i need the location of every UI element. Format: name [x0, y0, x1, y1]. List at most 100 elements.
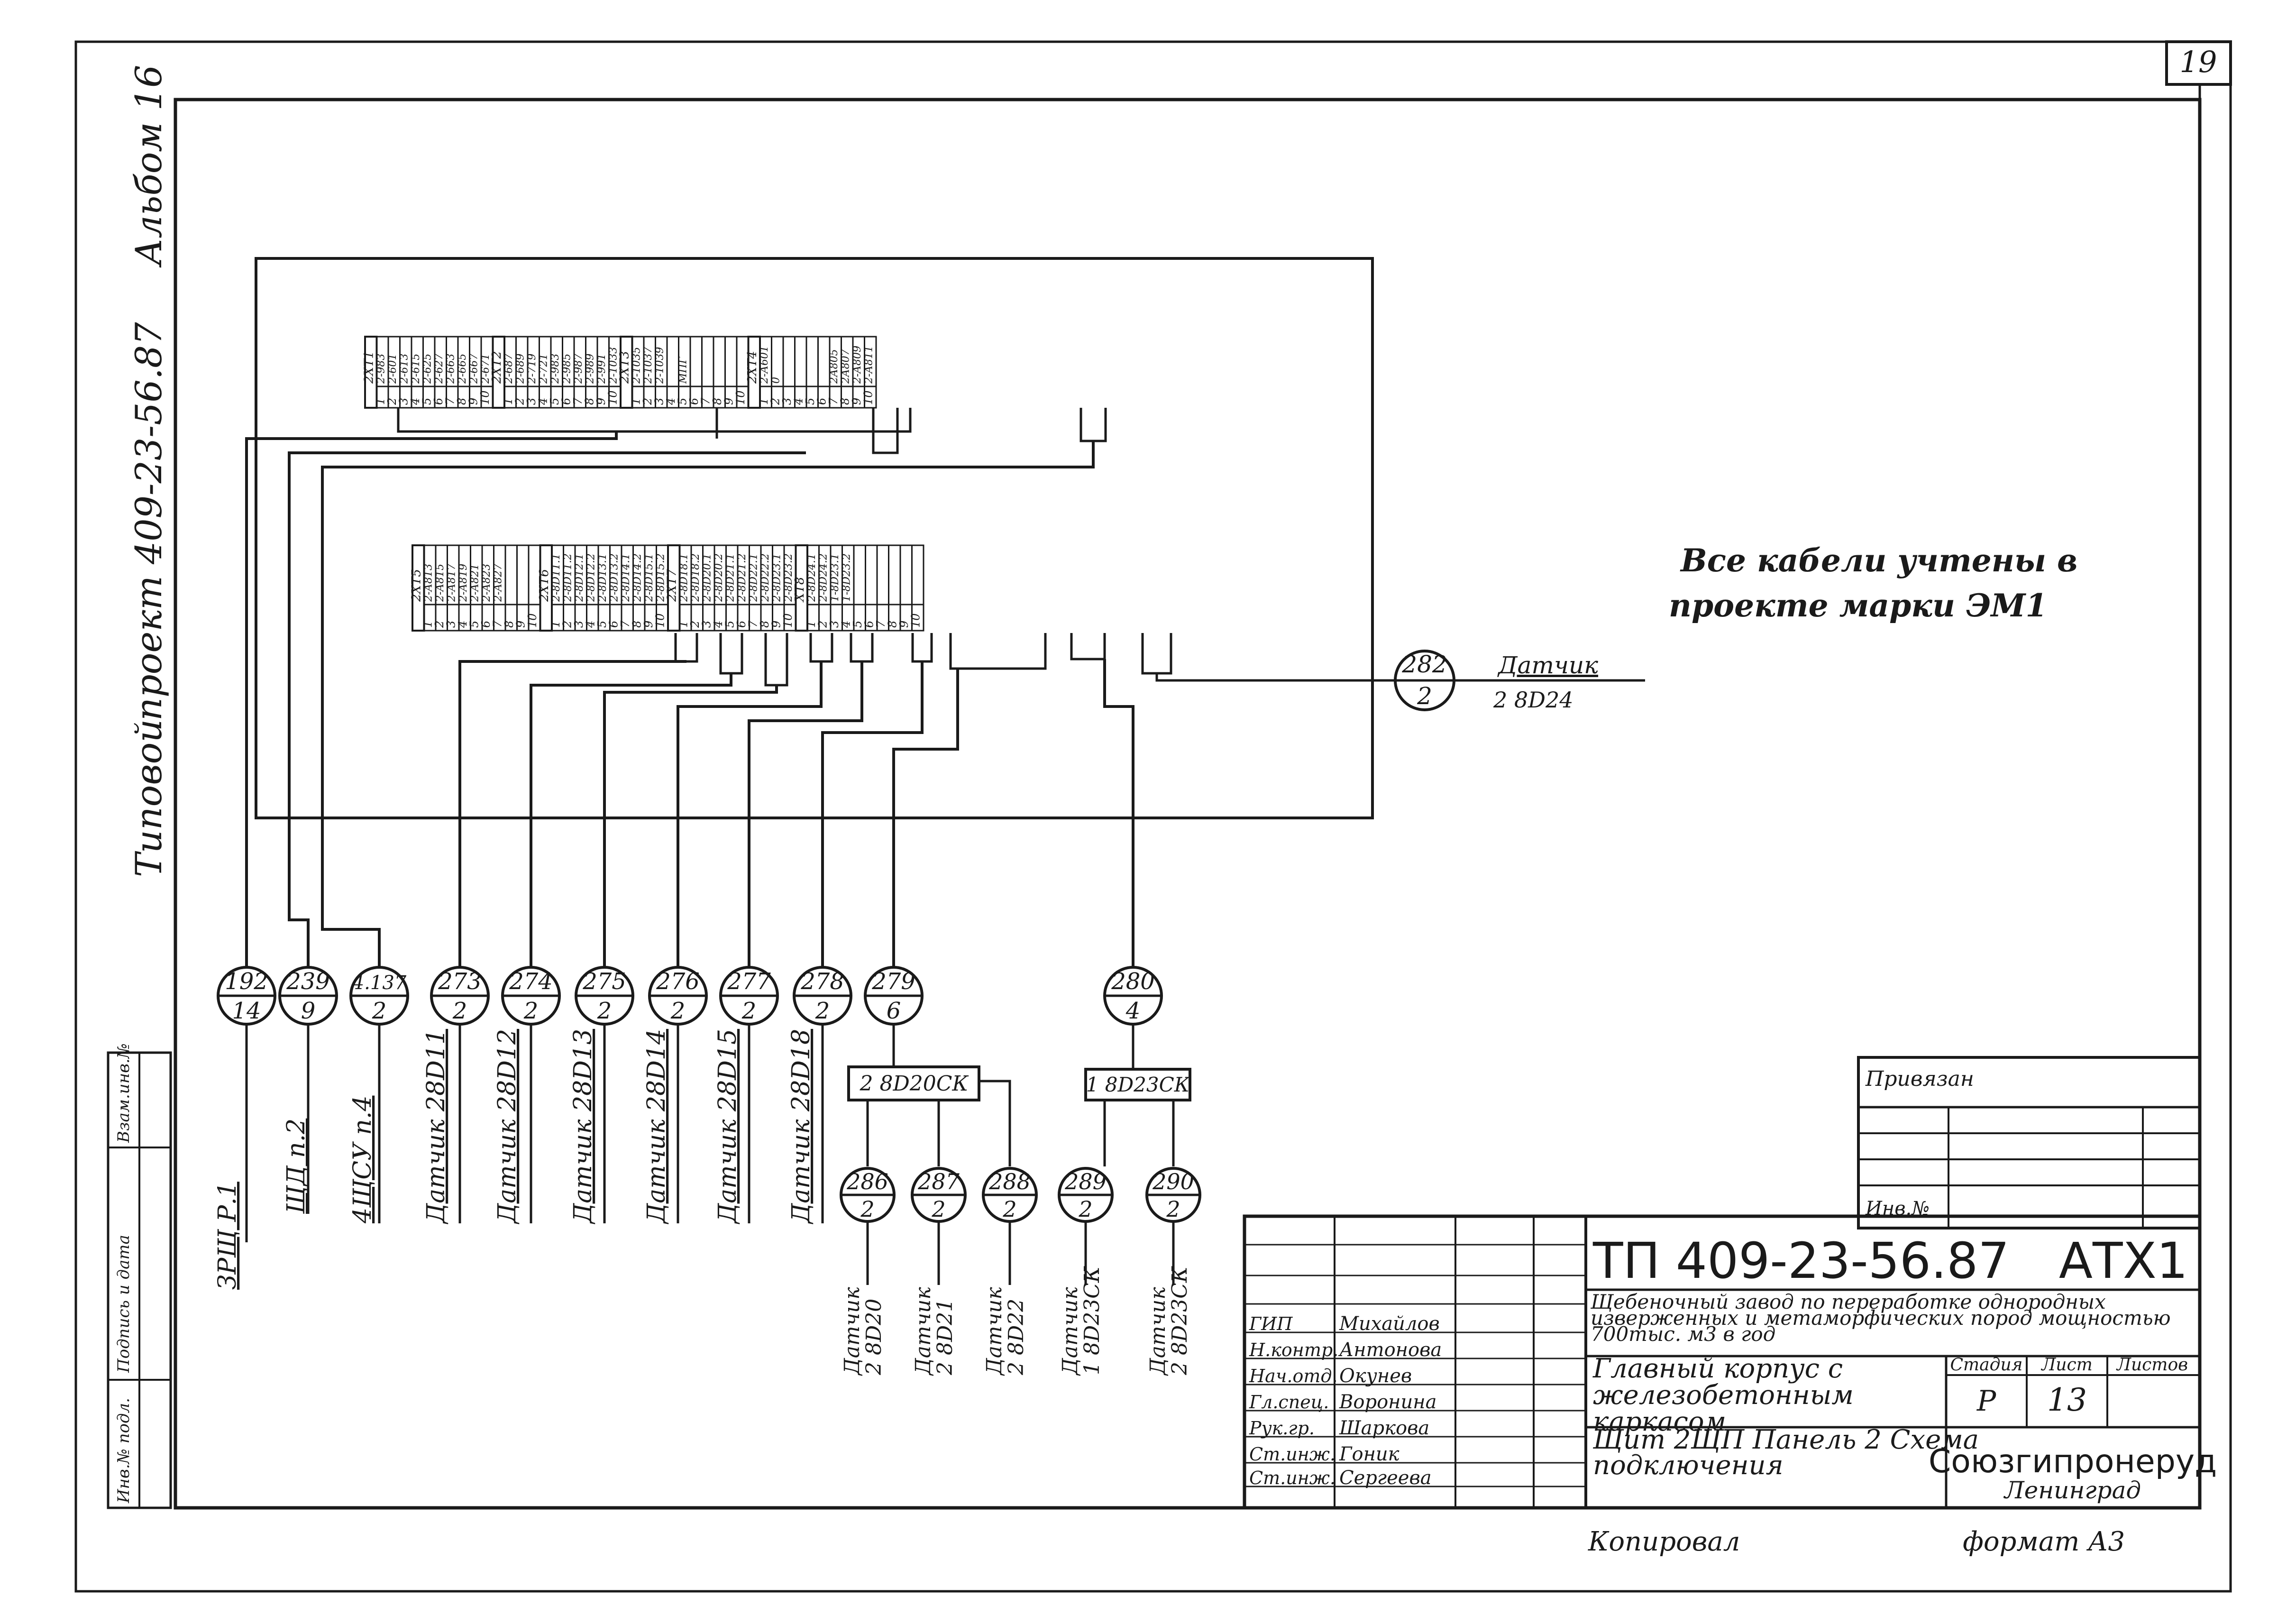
- terminal-number: 10: [734, 390, 747, 405]
- terminal-label: 2-8D24.1: [806, 553, 818, 602]
- terminal-label: 2-983: [549, 354, 561, 384]
- terminal-label-cell: [794, 336, 807, 387]
- terminal-number: 7: [444, 397, 457, 405]
- terminal-number: 4: [537, 398, 550, 405]
- terminal-label: 2-987: [573, 354, 585, 384]
- terminal-number: 6: [815, 398, 829, 405]
- cable-destination: Датчик 28D13: [569, 1029, 597, 1224]
- cable-cores: 2: [372, 998, 387, 1024]
- sub-cable-cores: 2: [1002, 1196, 1016, 1222]
- terminal-number: 5: [595, 621, 609, 628]
- role-name: Сергеева: [1339, 1467, 1432, 1489]
- terminal-number-cell: [864, 385, 877, 409]
- page-number: 19: [2180, 45, 2217, 79]
- terminal-label: 2-627: [433, 354, 445, 384]
- terminal-label: 2-А813: [423, 564, 435, 602]
- copied-by: Копировал: [1588, 1526, 1740, 1557]
- role-title: Гл.спец.: [1249, 1392, 1329, 1413]
- terminal-label: 2-8D14.2: [632, 553, 644, 602]
- terminal-number: 2: [561, 621, 574, 628]
- terminal-number: 5: [851, 621, 864, 628]
- terminal-label: 2-687: [503, 354, 515, 384]
- cable-cores: 6: [887, 998, 901, 1024]
- terminal-label: 2-665: [457, 354, 468, 384]
- role-name: Михайлов: [1339, 1313, 1440, 1335]
- strip-group-label: 2ХТ6: [537, 569, 551, 602]
- object-name: Щебеночный завод по переработке однородн…: [1590, 1290, 2171, 1346]
- terminal-label: 2-А821: [469, 564, 481, 602]
- terminal-label: 2-719: [526, 354, 538, 384]
- junction-box-1: 2 8D20СК: [847, 1065, 980, 1101]
- terminal-label: 2-615: [410, 354, 422, 384]
- terminal-number: 3: [525, 398, 538, 405]
- junction-box-2-label: 1 8D23СК: [1086, 1073, 1190, 1096]
- terminal-number: 3: [397, 398, 411, 405]
- role-title: ГИП: [1249, 1313, 1293, 1334]
- terminal-label: 2-989: [585, 354, 596, 384]
- terminal-number: 9: [642, 621, 655, 628]
- terminal-label: 2-991: [596, 354, 608, 384]
- terminal-number: 2: [816, 621, 830, 628]
- terminal-number: 6: [687, 398, 701, 405]
- terminal-number: 7: [619, 620, 632, 628]
- terminal-label: 2-8D13.1: [597, 553, 609, 602]
- terminal-number: 7: [571, 397, 585, 405]
- terminal-number: 9: [595, 398, 608, 405]
- cable-number: 273: [438, 968, 482, 995]
- cable-cores: 2: [815, 998, 830, 1024]
- cable-cores: 14: [232, 998, 261, 1024]
- sheet-value: 13: [2047, 1382, 2087, 1418]
- terminal-label-cell: [504, 544, 518, 606]
- role-name: Гоник: [1339, 1443, 1400, 1465]
- title-block: ТП 409-23-56.87 АТХ1 Щебеночный завод по…: [1243, 1214, 2217, 1510]
- doc-mark: АТХ1: [2059, 1232, 2188, 1290]
- junction-box-2: 1 8D23СК: [1084, 1068, 1191, 1101]
- terminal-label: 2-8D12.2: [585, 553, 597, 602]
- terminal-label-cell: [865, 544, 878, 606]
- terminal-label: 2-А819: [457, 564, 469, 602]
- terminal-label: 2-613: [399, 354, 411, 384]
- terminal-label: 2-8D11.2: [562, 553, 574, 602]
- left-strip-inv: Инв.№ подл.: [114, 1398, 133, 1504]
- terminal-number: 4: [792, 398, 805, 405]
- terminal-number: 3: [445, 621, 458, 628]
- sensor-282-number: 282: [1401, 651, 1447, 678]
- terminal-label-cell: [516, 544, 530, 606]
- terminal-label: 2-8D14.1: [620, 553, 632, 602]
- cable-note: Все кабели учтены в проекте марки ЭМ1: [1669, 542, 2077, 624]
- terminal-number: 10: [862, 390, 875, 405]
- privyazan-block: Привязан Инв.№: [1857, 1056, 2201, 1229]
- cable-number: 192: [225, 968, 268, 995]
- terminal-number: 10: [654, 613, 667, 628]
- terminal-number: 2: [433, 621, 446, 628]
- cable-destination: Датчик 28D11: [422, 1029, 450, 1224]
- terminal-label: 2-1035: [631, 347, 643, 384]
- terminal-number: 1: [630, 398, 643, 405]
- cable-destination: Датчик 28D18: [787, 1029, 815, 1224]
- left-strip-replace: Взам.инв.№: [114, 1043, 133, 1143]
- terminal-number: 3: [700, 621, 713, 628]
- cable-note-line1: Все кабели учтены в: [1680, 542, 2077, 579]
- terminal-number: 9: [770, 621, 783, 628]
- terminal-label: 2-671: [480, 354, 492, 384]
- terminal-label: 1-8D23.2: [841, 553, 853, 602]
- terminal-number: 5: [468, 621, 481, 628]
- stage-header: Стадия: [1950, 1355, 2023, 1375]
- sub-cable-number: 289: [1064, 1169, 1107, 1194]
- role-title: Рук.гр.: [1249, 1418, 1315, 1439]
- sub-cable-cores: 2: [931, 1196, 945, 1222]
- terminal-number: 4: [456, 621, 469, 628]
- terminal-label: 2-А827: [493, 564, 504, 602]
- terminal-number: 10: [909, 613, 923, 628]
- terminal-number: 9: [467, 398, 480, 405]
- terminal-number: 8: [886, 621, 899, 628]
